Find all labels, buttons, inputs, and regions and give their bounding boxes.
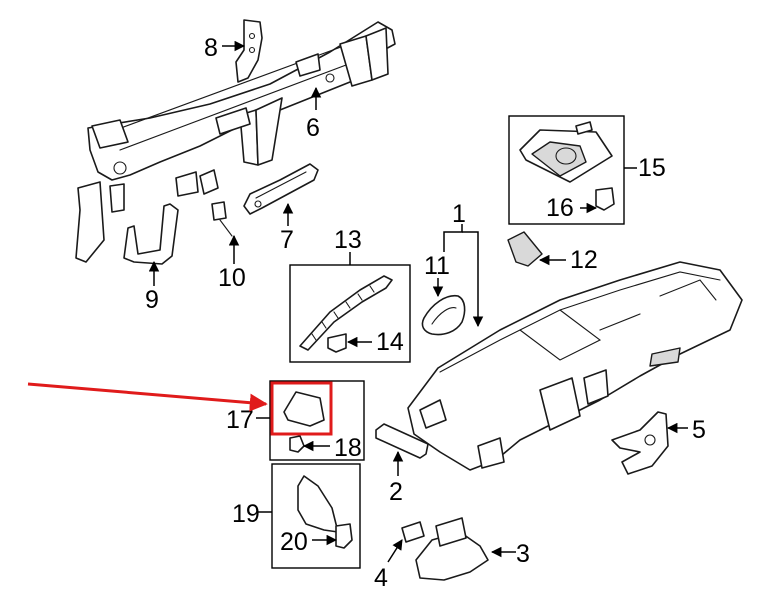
callout-9: 9 (145, 286, 159, 314)
callout-10: 10 (218, 264, 246, 292)
callout-3: 3 (516, 540, 530, 568)
bracket-part-7 (243, 163, 319, 215)
clip-part-14 (327, 333, 347, 353)
callout-17: 17 (226, 406, 254, 434)
panel-part-17 (283, 391, 325, 427)
callout-5: 5 (692, 416, 706, 444)
cross-car-beam-part-6 (75, 21, 396, 263)
support-bracket-part-9 (123, 203, 179, 265)
callout-6: 6 (306, 114, 320, 142)
callout-16: 16 (546, 194, 574, 222)
callout-13: 13 (334, 226, 362, 254)
box-part-17 (269, 380, 365, 461)
bracket-part-8 (235, 19, 263, 83)
leader-lines (148, 40, 688, 563)
bracket-part-3 (415, 517, 489, 581)
bracket-part-4 (401, 521, 425, 543)
vent-part-11 (421, 294, 466, 336)
callout-18: 18 (334, 434, 362, 462)
callout-19: 19 (232, 500, 260, 528)
callout-labels: 1 2 3 4 5 6 7 8 9 10 11 12 13 14 15 16 1… (145, 34, 706, 592)
callout-7: 7 (280, 226, 294, 254)
callout-2: 2 (389, 478, 403, 506)
instrument-panel-part-1 (407, 261, 743, 471)
callout-11: 11 (424, 252, 450, 280)
trim-part-2 (375, 423, 429, 459)
callout-20: 20 (280, 528, 308, 556)
callout-15: 15 (638, 154, 666, 182)
callout-12: 12 (570, 246, 598, 274)
callout-1: 1 (452, 200, 466, 228)
clip-part-20 (335, 523, 353, 549)
callout-8: 8 (204, 34, 218, 62)
box-part-19 (271, 463, 361, 569)
callout-14: 14 (376, 328, 404, 356)
clip-part-18 (289, 435, 305, 453)
highlight-annotation (27, 381, 333, 436)
panel-part-19 (297, 475, 339, 533)
bracket-part-5 (611, 411, 669, 475)
callout-4: 4 (374, 564, 388, 592)
bracket-part-10 (211, 201, 233, 237)
highlight-box (270, 381, 333, 436)
clip-part-16 (595, 187, 615, 211)
part-12 (507, 231, 543, 267)
highlight-arrow (27, 382, 268, 412)
box-part-15 (508, 115, 625, 225)
